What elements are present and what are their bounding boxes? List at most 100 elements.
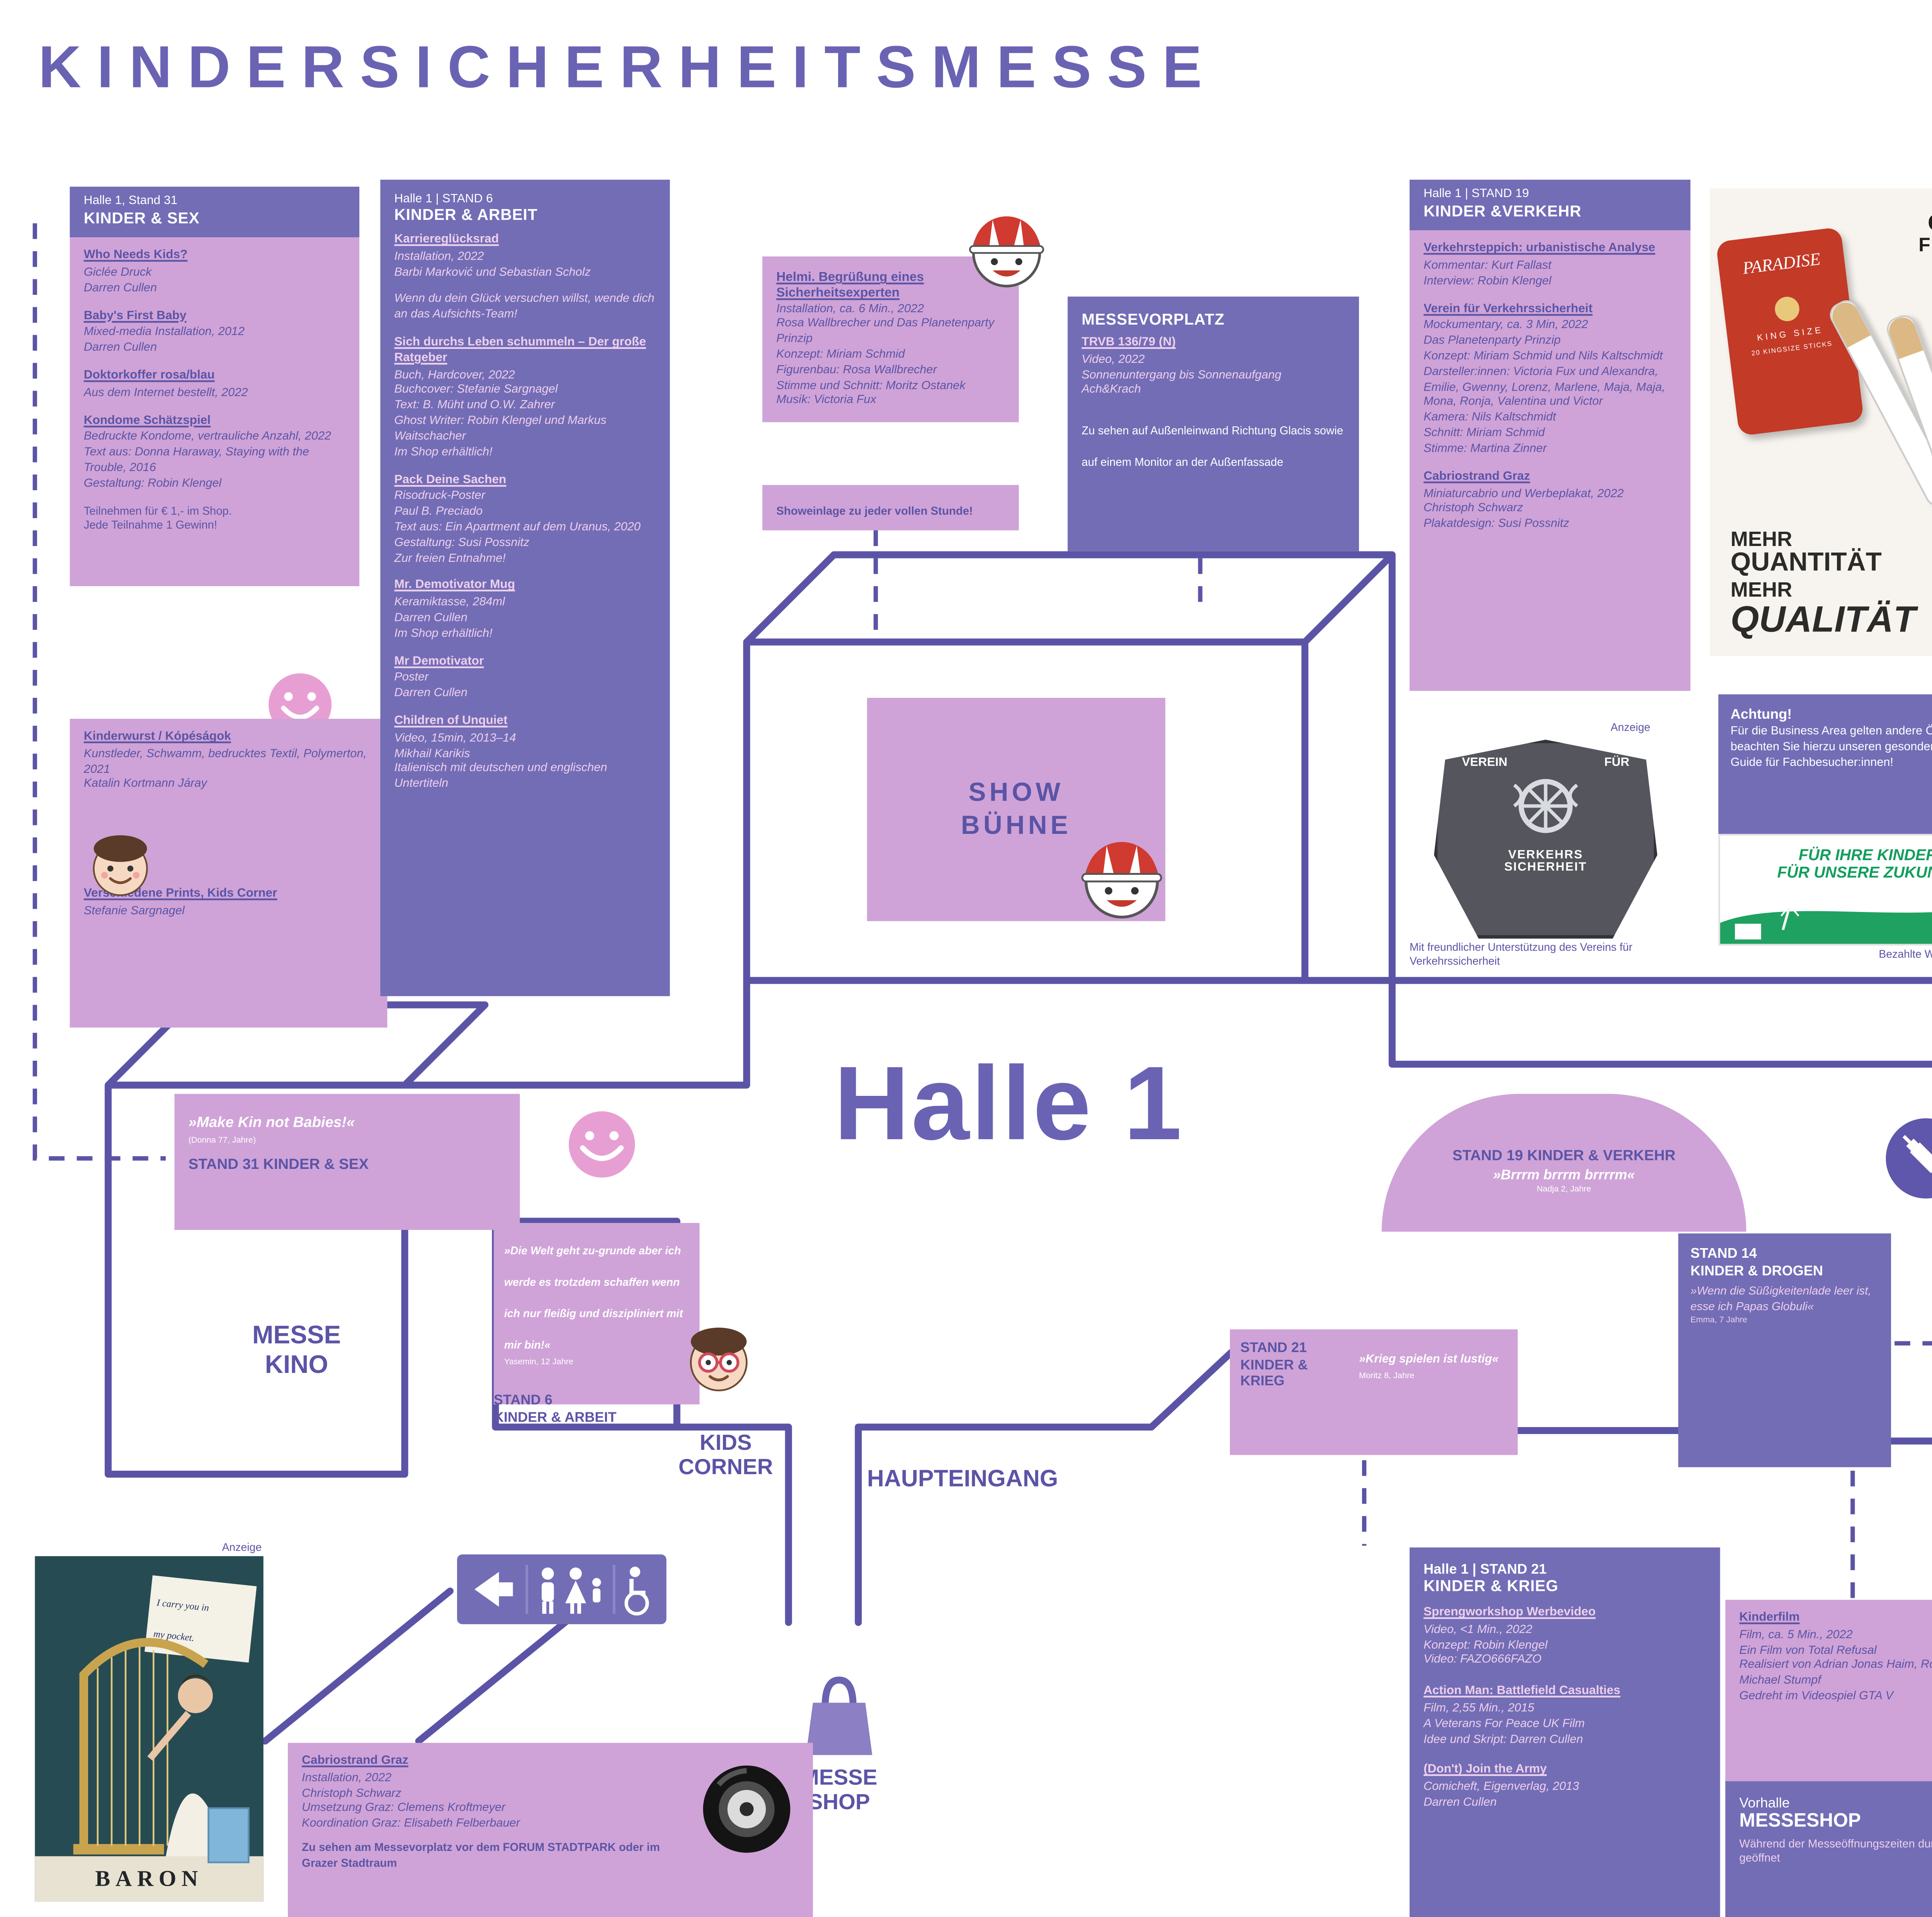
- program-entry: Action Man: Battlefield Casualties Film,…: [1423, 1686, 1706, 1749]
- achtung-box: Achtung! Für die Business Area gelten an…: [1718, 694, 1932, 848]
- program-entry: TRVB 136/79 (N) Video, 2022 Sonnenunterg…: [1082, 337, 1345, 400]
- program-entry: Verkehrsteppich: urbanistische Analyse K…: [1423, 243, 1677, 291]
- zukunft-ad: FÜR IHRE KINDER, FÜR UNSERE ZUKUNFT!: [1718, 834, 1932, 946]
- messevorplatz-box: MESSEVORPLATZ TRVB 136/79 (N) Video, 202…: [1068, 296, 1359, 551]
- cabriostrand-title: Cabriostrand Graz: [302, 1755, 408, 1767]
- stand-category: KINDER & ARBEIT: [493, 1409, 617, 1425]
- stand19-info-header: Halle 1 | STAND 19 KINDER &VERKEHR: [1409, 180, 1690, 231]
- entry-title: TRVB 136/79 (N): [1082, 337, 1176, 349]
- entry-title: Children of Unquiet: [394, 715, 508, 728]
- program-entry: Pack Deine Sachen Risodruck-Poster Paul …: [394, 474, 656, 568]
- kinderfilm-details: Film, ca. 5 Min., 2022 Ein Film von Tota…: [1739, 1629, 1932, 1703]
- stand14-plan-box: STAND 14 KINDER & DROGEN »Wenn die Süßig…: [1678, 1233, 1891, 1467]
- program-entry: Kinderwurst / Kópéságok Kunstleder, Schw…: [84, 731, 373, 794]
- program-entry: Baby's First Baby Mixed-media Installati…: [84, 310, 345, 358]
- program-entry: Wenn du dein Glück versuchen willst, wen…: [394, 294, 656, 325]
- entry-details: Video, 15min, 2013–14 Mikhail Karikis It…: [394, 732, 607, 791]
- gross-line: GROSS: [1918, 209, 1932, 236]
- entry-details: Miniaturcabrio und Werbeplakat, 2022 Chr…: [1423, 488, 1624, 531]
- cabriostrand-box: Cabriostrand Graz Installation, 2022 Chr…: [287, 1743, 813, 1917]
- helmi-box: Helmi. Begrüßung eines Sicherheitsexpert…: [762, 256, 1019, 423]
- stand-category: KINDER & VERKEHR: [1527, 1145, 1676, 1163]
- entry-details: Risodruck-Poster Paul B. Preciado Text a…: [394, 490, 641, 565]
- dandelion-icon: [1720, 891, 1932, 944]
- stand31-category-label: KINDER & SEX: [83, 210, 200, 228]
- stand31-quote: »Make Kin not Babies!«: [188, 1113, 355, 1131]
- ad-label: Anzeige: [1919, 660, 1932, 672]
- program-entry: Doktorkoffer rosa/blau Aus dem Internet …: [84, 370, 345, 402]
- stand-number: STAND 21: [1240, 1340, 1307, 1356]
- restroom-icons: [474, 1565, 649, 1616]
- stand31-info-body: Who Needs Kids? Giclée Druck Darren Cull…: [70, 237, 360, 587]
- messevorplatz-note: Zu sehen auf Außenleinwand Richtung Glac…: [1082, 426, 1344, 470]
- verein-badge: VEREIN FÜR VERKEHRS SICHERHEIT: [1434, 740, 1658, 939]
- slogan-line: MEHR: [1730, 578, 1793, 603]
- stand6-plan-box: »Die Welt geht zu-grunde aber ich werde …: [493, 1223, 700, 1405]
- entry-title: Baby's First Baby: [83, 310, 187, 322]
- helmet-smiley-icon: [969, 216, 1044, 287]
- badge-bottom-1: VERKEHRS: [1508, 849, 1583, 862]
- vorhalle-messeshop-box: Vorhalle MESSESHOP Während der Messeöffn…: [1725, 1781, 1932, 1917]
- entry-details: Video, <1 Min., 2022 Konzept: Robin Klen…: [1423, 1624, 1548, 1667]
- entry-title: Action Man: Battlefield Casualties: [1423, 1686, 1621, 1698]
- entry-details: Mixed-media Installation, 2012 Darren Cu…: [83, 327, 245, 355]
- stand6-quote-by: Yasemin, 12 Jahre: [504, 1359, 573, 1368]
- entry-title: Mr Demotivator: [394, 655, 484, 668]
- program-entry: (Don't) Join the Army Comicheft, Eigenve…: [1423, 1765, 1706, 1813]
- stand-number: STAND 31: [188, 1155, 259, 1172]
- achtung-title: Achtung!: [1730, 706, 1792, 723]
- messevorplatz-header: MESSEVORPLATZ: [1082, 310, 1225, 328]
- stand-number: STAND 19: [1452, 1145, 1523, 1163]
- helmi-note: Showeinlage zu jeder vollen Stunde!: [776, 506, 973, 518]
- stand19-info-box: Halle 1 | STAND 19 KINDER &VERKEHR Verke…: [1409, 180, 1690, 691]
- zukunft-line-1: FÜR IHRE KINDER,: [1798, 846, 1932, 864]
- messe-shop-label: MESSE SHOP: [801, 1765, 878, 1815]
- baron-brand-band: BARON: [35, 1856, 264, 1902]
- badge-top-left: VEREIN: [1462, 757, 1508, 770]
- stand31-hall-label: Halle 1, Stand 31: [83, 195, 178, 208]
- program-entry: Sprengworkshop Werbevideo Video, <1 Min.…: [1423, 1607, 1706, 1670]
- verein-support-text: Mit freundlicher Unterstützung des Verei…: [1409, 942, 1633, 969]
- kids-corner-label: KIDS CORNER: [678, 1431, 773, 1480]
- entry-title: Kondome Schätzspiel: [83, 414, 211, 427]
- entry-details: Video, 2022 Sonnenuntergang bis Sonnenau…: [1082, 354, 1282, 397]
- restroom-sign: [457, 1554, 667, 1624]
- pack-emblem: [1773, 295, 1801, 323]
- stand31-quote-by: (Donna 77, Jahre): [188, 1137, 256, 1146]
- entry-details: Film, 2,55 Min., 2015 A Veterans For Pea…: [1423, 1703, 1585, 1746]
- entry-details: Poster Darren Cullen: [394, 672, 468, 700]
- stand6-plan-label: STAND 6 KINDER & ARBEIT: [494, 1392, 679, 1426]
- cigarette-ad-slogan: MEHR QUANTITÄT MEHR QUALITÄT: [1731, 528, 1916, 638]
- ad-label: Anzeige: [1611, 722, 1651, 735]
- stand14-quote-by: Emma, 7 Jahre: [1690, 1318, 1747, 1327]
- program-entry: Verein für Verkehrssicherheit Mockumenta…: [1423, 303, 1677, 459]
- shopping-bag-icon: [806, 1676, 872, 1755]
- slogan-line: MEHR: [1730, 526, 1793, 551]
- stand31-info-box: Halle 1, Stand 31 KINDER & SEX Who Needs…: [70, 187, 360, 587]
- program-entry: Who Needs Kids? Giclée Druck Darren Cull…: [84, 250, 345, 298]
- cabriostrand-note: Zu sehen am Messevorplatz vor dem FORUM …: [302, 1842, 660, 1869]
- entry-title: Doktorkoffer rosa/blau: [83, 370, 215, 382]
- wheel-badge-icon: [1513, 779, 1578, 833]
- kid-face-glasses-icon: [690, 1327, 748, 1391]
- stand14-plan-label: STAND 14 KINDER & DROGEN: [1690, 1246, 1879, 1279]
- entry-details: Kommentar: Kurt Fallast Interview: Robin…: [1423, 260, 1551, 287]
- stand19-entries-list: Verkehrsteppich: urbanistische Analyse K…: [1423, 243, 1677, 534]
- stand19-hall-label: Halle 1 | STAND 19: [1423, 188, 1529, 201]
- syringe-icon: [1886, 1118, 1932, 1199]
- stand31-entries-list: Who Needs Kids? Giclée Druck Darren Cull…: [84, 250, 345, 493]
- entry-title: Mr. Demotivator Mug: [394, 580, 515, 592]
- kinderwurst-box: Kinderwurst / Kópéságok Kunstleder, Schw…: [70, 719, 388, 1027]
- program-entry: Karriereglücksrad Installation, 2022 Bar…: [394, 234, 656, 282]
- baron-pack: [207, 1807, 250, 1863]
- stand6-entries-list: Karriereglücksrad Installation, 2022 Bar…: [394, 234, 656, 794]
- helmi-details: Installation, ca. 6 Min., 2022 Rosa Wall…: [776, 303, 995, 408]
- vorhalle-label: Vorhalle: [1739, 1795, 1790, 1811]
- messeshop-note: Während der Messeöffnungszeiten durchgeh…: [1739, 1839, 1932, 1868]
- arrow-left-icon: [474, 1572, 499, 1607]
- baron-brand-text: BARON: [95, 1865, 203, 1891]
- stand19-info-body: Verkehrsteppich: urbanistische Analyse K…: [1409, 230, 1690, 691]
- kid-face-icon: [93, 835, 148, 896]
- stand-category: KINDER & SEX: [263, 1155, 369, 1172]
